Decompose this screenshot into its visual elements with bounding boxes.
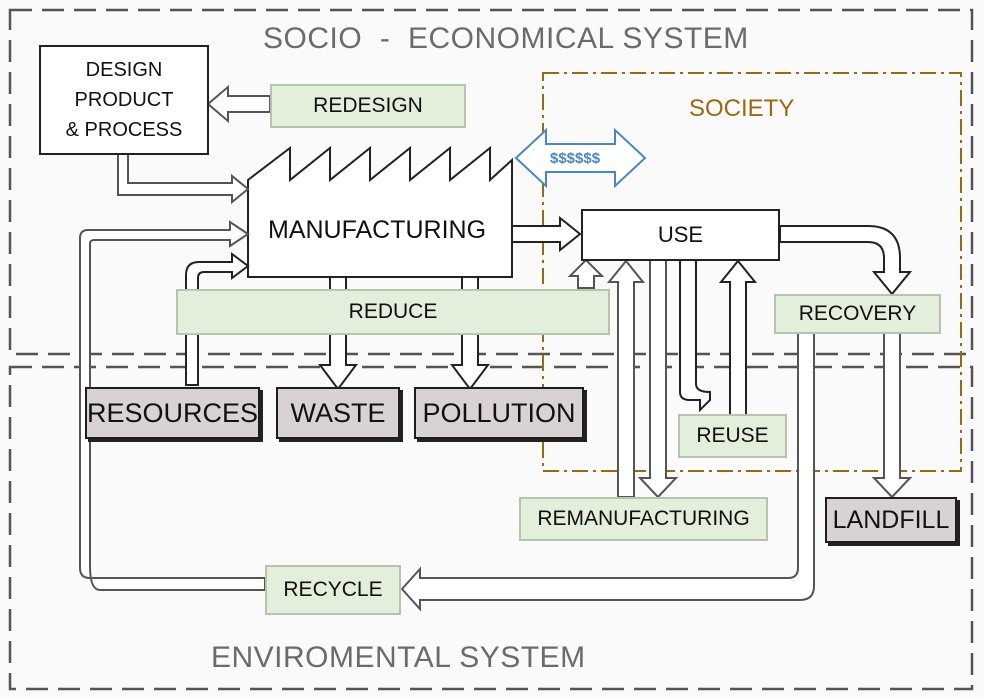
- reduce-to-use-arrow: [567, 258, 605, 289]
- society-title: SOCIETY: [689, 95, 795, 122]
- reuse-box: REUSE: [678, 414, 787, 458]
- resources-box: RESOURCES: [85, 387, 260, 439]
- manufacturing-factory-shape: [247, 145, 513, 278]
- reuse-to-use-arrow: [718, 259, 758, 416]
- redesign-to-design-arrow: [206, 84, 271, 124]
- remanufacturing-box: REMANUFACTURING: [519, 497, 768, 541]
- design-product-process-box: DESIGN PRODUCT & PROCESS: [39, 45, 209, 155]
- money-flow-arrow: [514, 127, 647, 189]
- recycle-to-manufacturing-arrow: [79, 220, 266, 591]
- money-label: $$$$$$: [550, 150, 601, 167]
- manufacturing-label: MANUFACTURING: [268, 216, 487, 244]
- recovery-to-landfill-arrow: [871, 332, 913, 499]
- design-to-manufacturing-arrow: [117, 153, 250, 205]
- reduce-box: REDUCE: [176, 289, 610, 335]
- use-to-recovery-arrow: [779, 225, 913, 296]
- remanufacturing-to-use-arrow: [606, 259, 646, 498]
- recovery-to-recycle-arrow: [400, 332, 815, 612]
- design-label-line3: & PROCESS: [65, 119, 183, 141]
- design-label-line1: DESIGN: [85, 59, 163, 81]
- landfill-box: LANDFILL: [825, 497, 957, 543]
- use-to-reuse-arrow: [679, 259, 711, 413]
- redesign-box: REDESIGN: [270, 84, 466, 128]
- use-box: USE: [581, 209, 780, 261]
- environmental-system-boundary: [8, 365, 974, 691]
- waste-box: WASTE: [276, 387, 400, 439]
- environmental-system-title: ENVIROMENTAL SYSTEM: [211, 641, 586, 674]
- manufacturing-to-use-arrow: [511, 215, 582, 253]
- design-label-line2: PRODUCT: [74, 89, 174, 111]
- resources-to-manufacturing-arrow: [185, 252, 250, 386]
- use-to-remanufacturing-arrow: [637, 259, 679, 499]
- socio-economical-system-boundary: [8, 8, 974, 356]
- recovery-box: RECOVERY: [774, 294, 941, 334]
- recycle-box: RECYCLE: [265, 565, 401, 615]
- socio-economical-system-title: SOCIO - ECONOMICAL SYSTEM: [263, 22, 749, 55]
- pollution-box: POLLUTION: [414, 387, 584, 439]
- society-boundary: [542, 72, 962, 472]
